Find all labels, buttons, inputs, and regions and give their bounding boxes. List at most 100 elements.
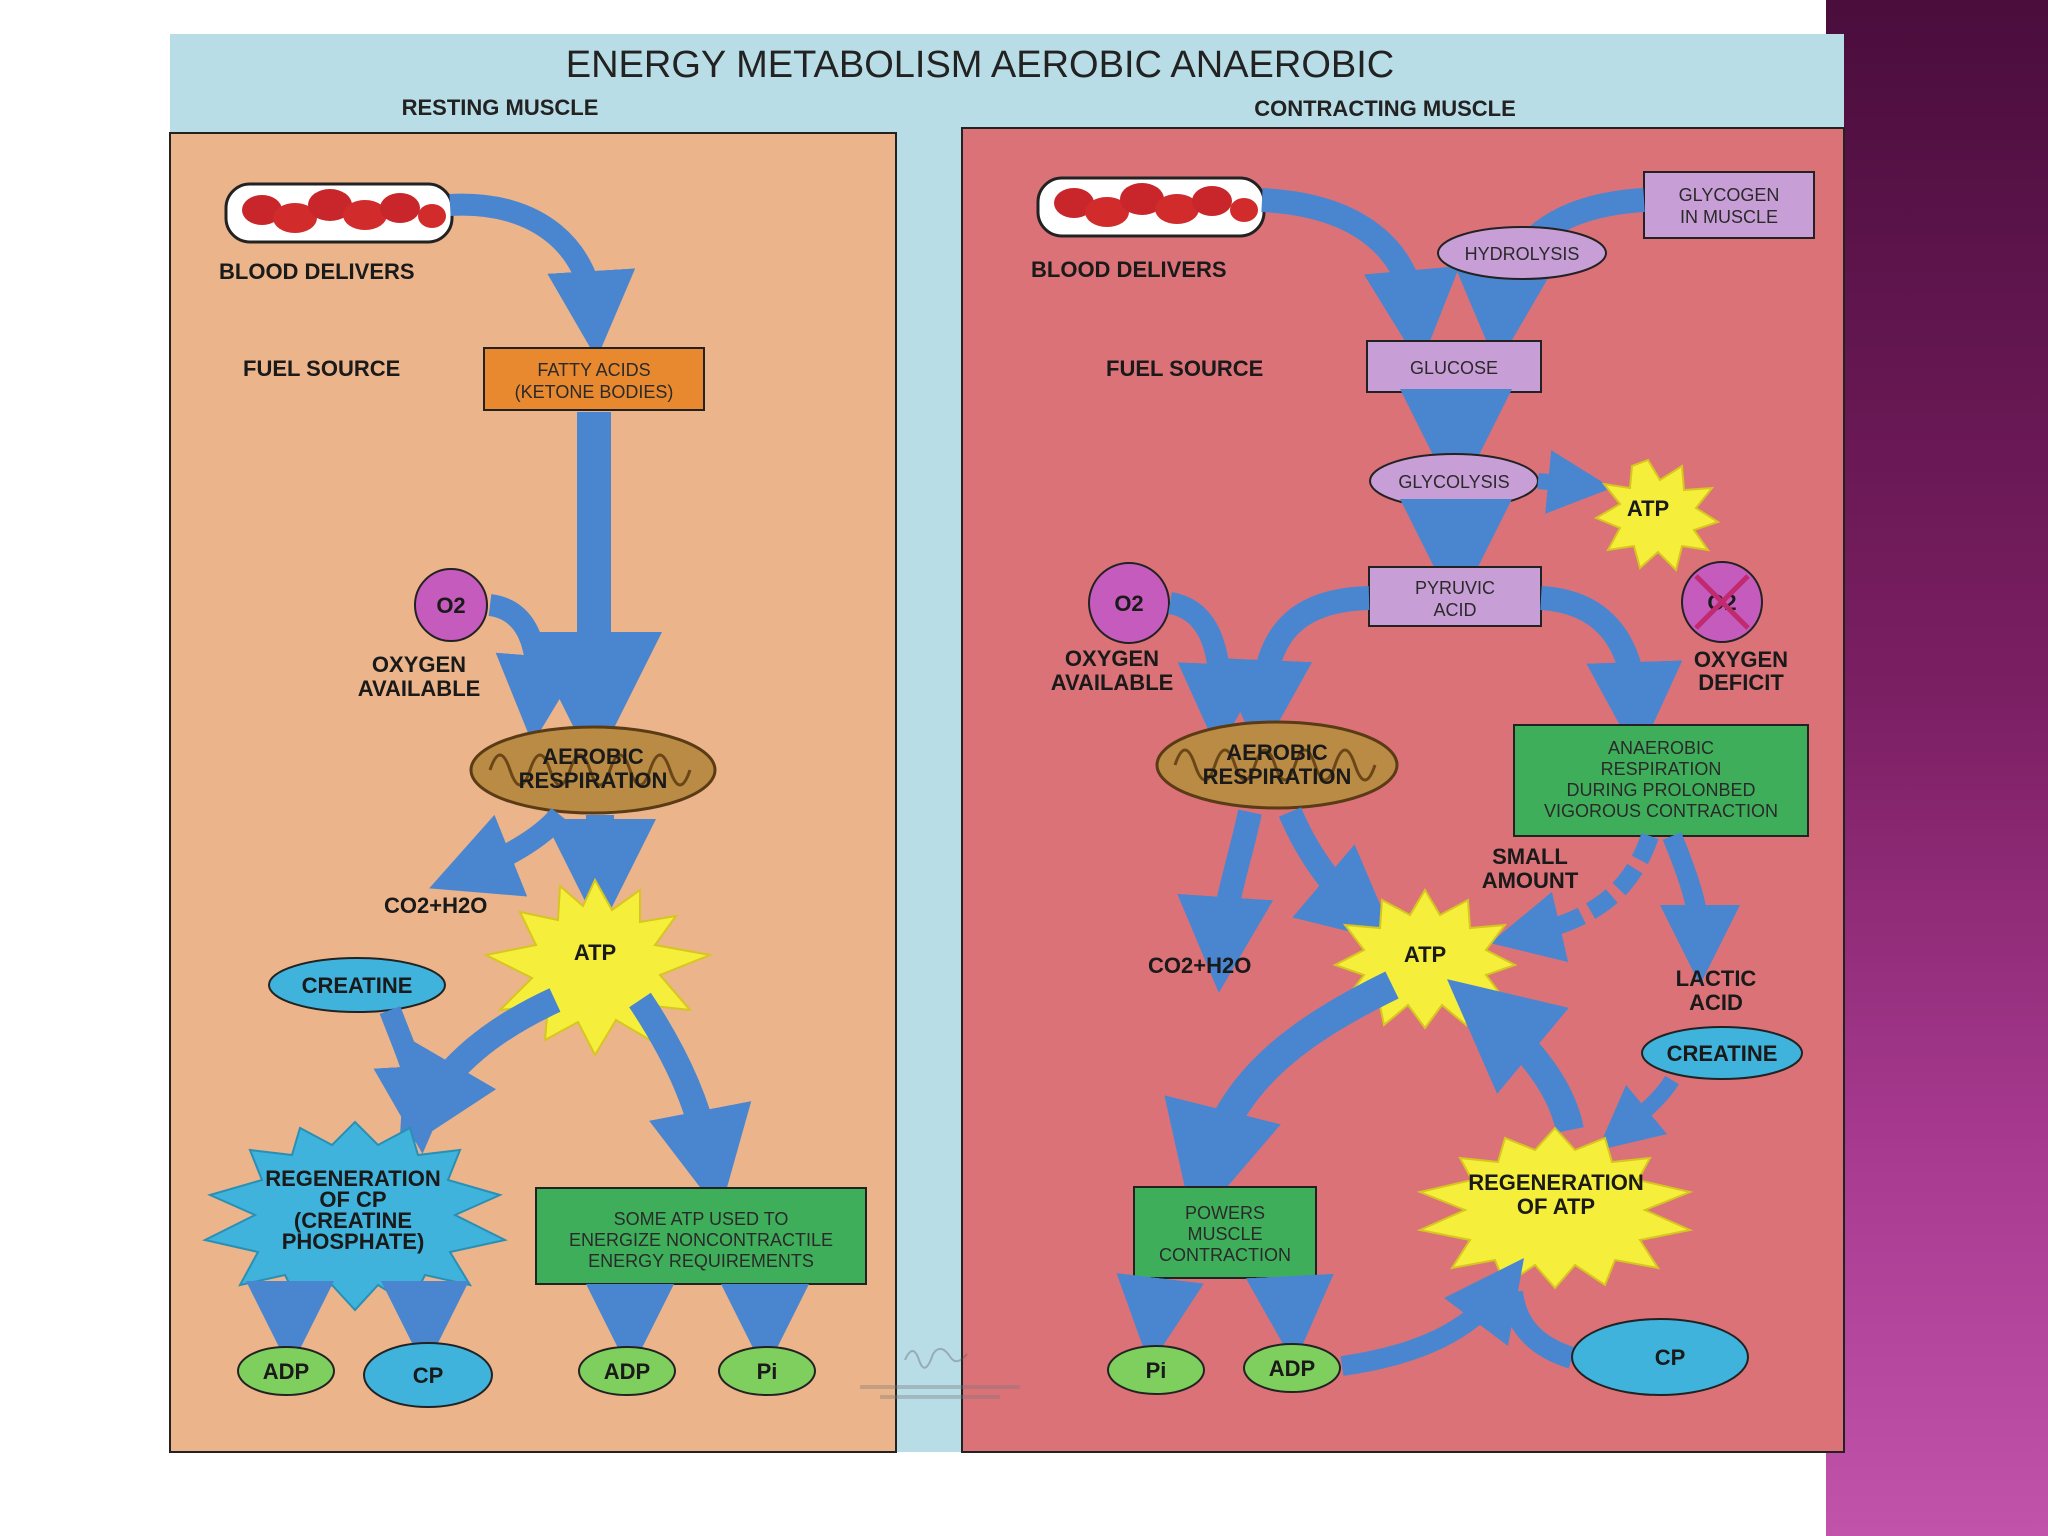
resting-o2-label: O2 [436,593,465,618]
hydrolysis-label: HYDROLYSIS [1465,244,1580,264]
contracting-aerobic-line-1: AEROBIC [1226,740,1328,765]
powers-line-2: MUSCLE [1187,1224,1262,1244]
arrow-creatine-to-regen-atp [1597,1075,1679,1151]
resting-cp-label: CP [413,1363,444,1388]
glycogen-line-1: GLYCOGEN [1679,185,1780,205]
artist-signature-mark [860,1347,1020,1399]
resting-cp [363,1342,493,1408]
glycolysis-label: GLYCOLYSIS [1398,472,1509,492]
resting-co2-label: CO2+H2O [384,893,487,918]
regeneration-cp-burst [202,1120,508,1312]
resting-aerobic-line-1: AEROBIC [542,744,644,769]
glucose-label: GLUCOSE [1410,358,1498,378]
regen-atp-line-2: OF ATP [1517,1194,1595,1219]
contracting-pi-label: Pi [1146,1358,1167,1383]
diagram-title: ENERGY METABOLISM AEROBIC ANAEROBIC [566,44,1394,86]
contracting-blood-delivers: BLOOD DELIVERS [1031,257,1227,282]
resting-adp-1-label: ADP [263,1359,309,1384]
arrow-anaerobic-small-atp [1489,832,1659,962]
arrow-aerobic-to-co2-contracting [1177,809,1274,993]
fatty-acids-line-1: FATTY ACIDS [537,360,650,380]
arrow-blood-to-fatty-acids [449,193,636,359]
arrow-adp-to-regen [1340,1258,1525,1376]
regeneration-atp-burst [1416,1126,1694,1290]
contracting-mitochondrion-icon [1155,720,1399,810]
deficit-line-1: OXYGEN [1694,647,1788,672]
contracting-aerobic-line-2: RESPIRATION [1203,764,1352,789]
small-amount-line-2: AMOUNT [1482,868,1579,893]
resting-o2-circle [414,568,488,642]
anaerobic-line-1: ANAEROBIC [1608,738,1714,758]
contracting-creatine-label: CREATINE [1667,1041,1778,1066]
resting-aerobic-line-2: RESPIRATION [519,768,668,793]
contracting-pi [1107,1345,1205,1395]
arrow-cp-to-regen [1501,1290,1576,1369]
fatty-acids-box [483,347,705,411]
resting-atp-label: ATP [574,940,616,965]
resting-mitochondrion-icon [469,725,717,815]
contracting-blood-vessel [1036,176,1266,238]
resting-atp-burst [482,877,714,1058]
contracting-cp-label: CP [1655,1345,1686,1370]
contracting-co2-label: CO2+H2O [1148,953,1251,978]
some-atp-line-1: SOME ATP USED TO [614,1209,789,1229]
resting-blood-delivers: BLOOD DELIVERS [219,259,415,284]
decorative-sidebar [1826,0,2048,1536]
resting-adp-2-label: ADP [604,1359,650,1384]
arrow-powers-to-pi [1116,1273,1204,1366]
resting-blood-vessel [224,182,454,244]
hydrolysis-ellipse [1437,226,1607,280]
contracting-o2-label: O2 [1114,591,1143,616]
glycogen-box [1643,171,1815,239]
resting-creatine-label: CREATINE [302,973,413,998]
lactic-line-1: LACTIC [1676,966,1757,991]
resting-pi [718,1346,816,1396]
arrow-powers-to-adp [1245,1273,1334,1364]
anaerobic-box [1513,724,1809,837]
contracting-o2-circle [1088,562,1170,644]
deficit-line-2: DEFICIT [1698,670,1784,695]
glycolysis-atp-burst [1593,458,1721,572]
powers-muscle-box [1133,1186,1317,1279]
contracting-heading: CONTRACTING MUSCLE [1254,96,1516,121]
contracting-oxygen-line-2: AVAILABLE [1051,670,1174,695]
arrow-blood-to-glucose [1261,188,1460,366]
arrow-regen-to-atp [1446,979,1584,1134]
glycogen-line-2: IN MUSCLE [1680,207,1778,227]
contracting-adp-label: ADP [1269,1356,1315,1381]
resting-pi-label: Pi [757,1359,778,1384]
pyruvic-acid-box [1368,566,1542,627]
resting-fuel-source: FUEL SOURCE [243,356,400,381]
resting-adp-1 [237,1346,335,1396]
resting-heading: RESTING MUSCLE [402,95,599,120]
resting-oxygen-line-1: OXYGEN [372,652,466,677]
contracting-oxygen-line-1: OXYGEN [1065,646,1159,671]
arrow-contracting-o2-to-aerobic [1167,592,1266,752]
lactic-line-2: ACID [1689,990,1743,1015]
fatty-acids-line-2: (KETONE BODIES) [515,382,674,402]
contracting-cp [1571,1318,1749,1396]
cross-out-icon [1694,574,1750,630]
arrow-glycolysis-to-atp [1537,450,1612,514]
regen-cp-line-4: PHOSPHATE) [282,1229,425,1254]
contracting-adp [1243,1343,1341,1393]
contracting-atp-label: ATP [1404,942,1446,967]
arrow-aerobic-to-atp-contracting [1278,807,1397,944]
small-amount-line-1: SMALL [1492,844,1568,869]
anaerobic-line-4: VIGOROUS CONTRACTION [1544,801,1778,821]
some-atp-line-2: ENERGIZE NONCONTRACTILE [569,1230,833,1250]
pyruvic-line-1: PYRUVIC [1415,578,1495,598]
arrow-atp-to-powers [1164,971,1399,1227]
resting-oxygen-line-2: AVAILABLE [358,676,481,701]
regen-cp-line-1: REGENERATION [265,1166,441,1191]
arrow-anaerobic-to-lactic [1659,832,1740,985]
resting-creatine-ellipse [268,957,446,1013]
glycolysis-atp-label: ATP [1627,496,1669,521]
anaerobic-line-2: RESPIRATION [1601,759,1722,779]
anaerobic-line-3: DURING PROLONBED [1566,780,1755,800]
arrow-o2-to-aerobic [487,594,584,744]
arrow-pyruvic-to-anaerobic [1539,586,1683,758]
arrow-atp-to-some-atp [629,992,752,1214]
regen-cp-line-3: (CREATINE [294,1208,412,1233]
